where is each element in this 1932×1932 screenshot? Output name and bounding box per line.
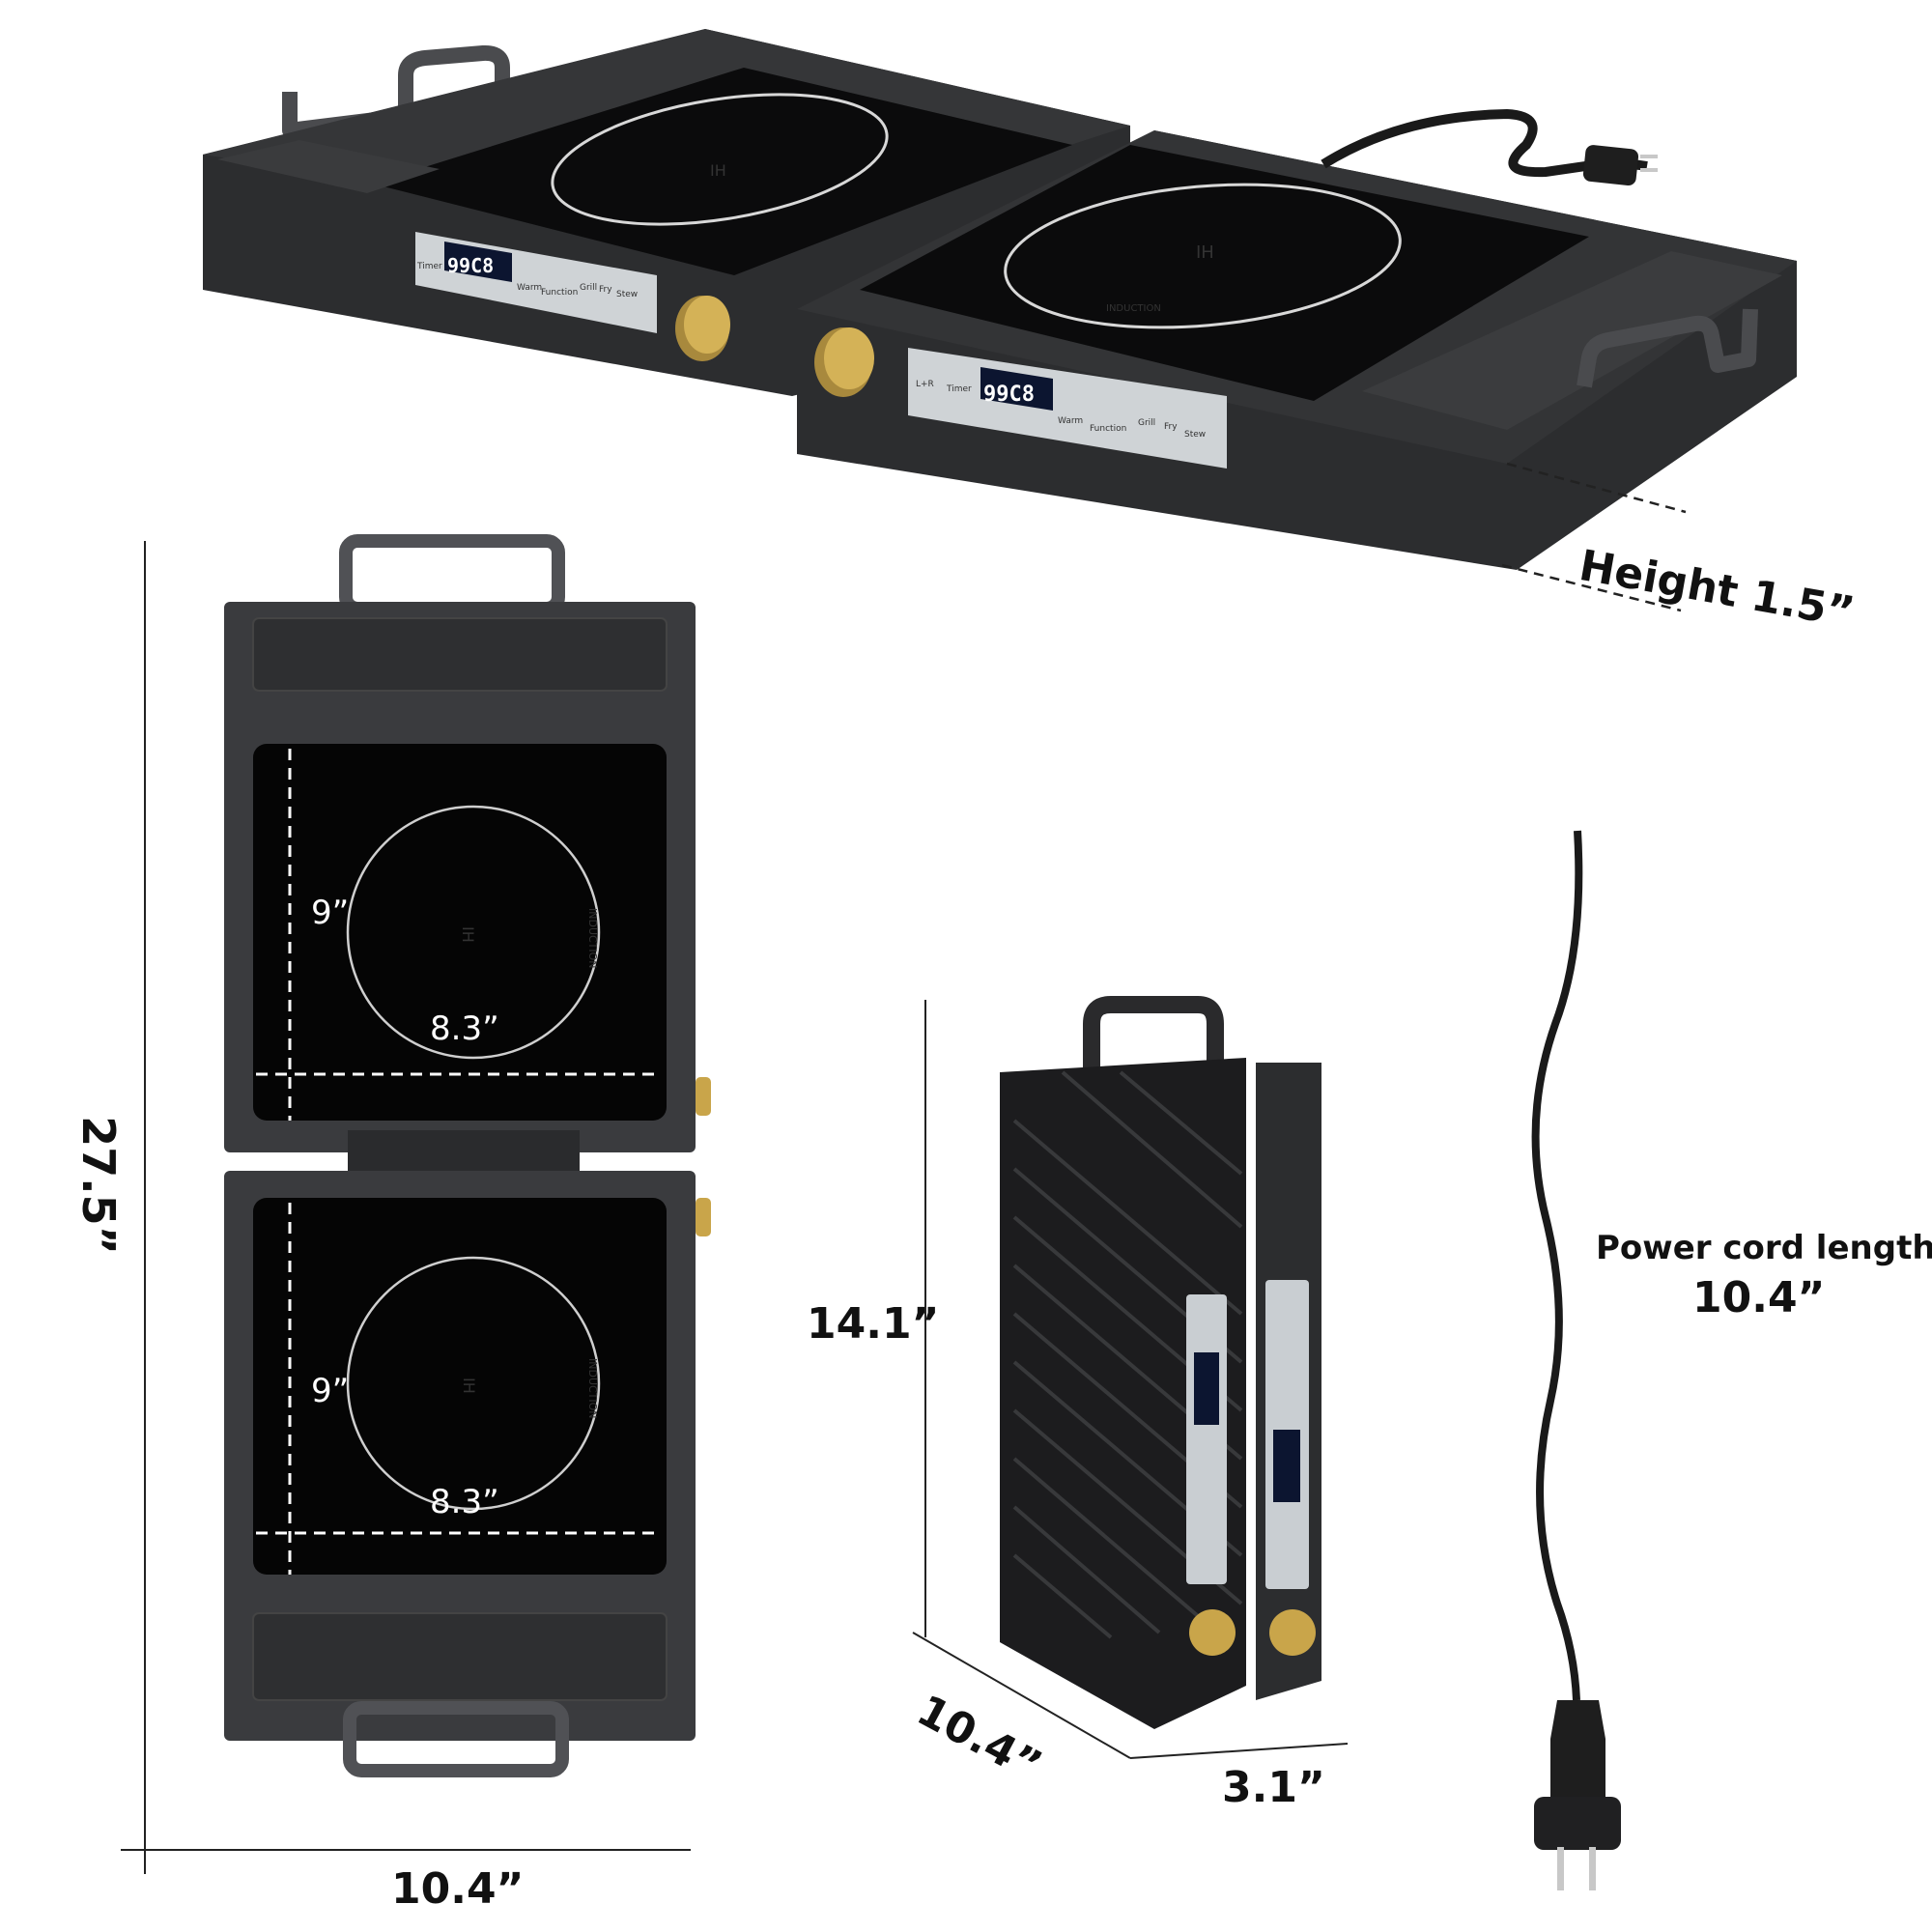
top-plug: [1582, 145, 1658, 186]
length-label: 27.5”: [71, 1116, 125, 1255]
folded-knob-back[interactable]: [1189, 1609, 1236, 1656]
upper-diameter-label: 8.3”: [430, 1009, 499, 1048]
cord-length-label: Power cord length: [1596, 1229, 1932, 1267]
right-stew-label: Stew: [1184, 430, 1206, 440]
right-induction-label: INDUCTION: [1106, 303, 1161, 314]
width-bottom-label: 10.4”: [391, 1864, 525, 1914]
right-display: 99C8: [983, 383, 1035, 407]
upper-ih-label: IH: [459, 926, 477, 943]
upper-glass: [253, 744, 667, 1121]
left-display: 99C8: [447, 254, 494, 277]
left-handle: [282, 44, 510, 138]
top-view-top-handle: [339, 534, 565, 615]
top-view-bottom-handle: [343, 1701, 569, 1777]
right-lr-label: L+R: [916, 380, 934, 389]
height-dash-bottom: [1501, 563, 1682, 612]
right-ih-label: IH: [1196, 242, 1214, 263]
folded-handle: [1083, 996, 1224, 1077]
folded-back-unit: [1000, 1058, 1246, 1729]
unfolded-top-view: IH INDUCTION IH INDUCTION: [121, 534, 711, 1874]
right-glass-plate: [860, 145, 1589, 401]
left-knob[interactable]: [675, 296, 730, 361]
left-burner-ring: [551, 93, 889, 226]
folded-view: [912, 996, 1349, 1759]
right-knob[interactable]: [814, 327, 874, 397]
lower-glass: [253, 1198, 667, 1575]
lower-diameter-label: 8.3”: [430, 1483, 499, 1521]
right-grill-label: Grill: [1138, 418, 1155, 428]
folded-width-line: [1129, 1743, 1349, 1759]
folded-width-label: 3.1”: [1222, 1763, 1325, 1812]
left-fry-label: Fry: [599, 285, 612, 295]
upper-knob[interactable]: [696, 1077, 711, 1116]
lower-height-label: 9”: [311, 1372, 350, 1410]
lower-knob[interactable]: [696, 1198, 711, 1236]
folded-knob-front[interactable]: [1269, 1609, 1316, 1656]
right-control-panel: 99C8 L+R Timer Warm Function Grill Fry S…: [908, 348, 1227, 469]
left-control-panel: 99C8 Timer Warm Function Grill Fry Stew: [415, 232, 657, 333]
left-timer-label: Timer: [416, 262, 442, 271]
right-fry-label: Fry: [1164, 422, 1178, 432]
cord-length-value: 10.4”: [1692, 1273, 1826, 1322]
right-warm-label: Warm: [1058, 416, 1083, 426]
height-dash-top: [1506, 462, 1687, 514]
lower-induction-label: INDUCTION: [586, 1358, 599, 1419]
left-grill-label: Grill: [580, 283, 597, 293]
right-handle: [1577, 308, 1758, 388]
power-cord-view: [1531, 830, 1621, 1890]
power-plug: [1534, 1700, 1621, 1890]
folded-height-label: 14.1”: [807, 1299, 940, 1349]
power-cord: [1531, 830, 1583, 1701]
lower-ih-label: IH: [460, 1378, 478, 1394]
left-warm-label: Warm: [517, 283, 542, 293]
left-stew-label: Stew: [616, 290, 638, 299]
upper-burner-ring: [346, 805, 601, 1060]
left-function-label: Function: [541, 288, 578, 298]
right-burner-ring: [1004, 183, 1402, 329]
right-function-label: Function: [1090, 424, 1126, 434]
folded-depth-line: [912, 1632, 1131, 1759]
lower-burner-ring: [346, 1256, 601, 1511]
folded-back-panel: [1186, 1294, 1227, 1584]
cooktop-open-view: IH 99C8 Timer Warm Function Grill Fry St…: [203, 29, 1797, 612]
upper-induction-label: INDUCTION: [586, 908, 599, 969]
upper-height-label: 9”: [311, 894, 350, 932]
right-timer-label: Timer: [946, 384, 972, 394]
left-ih-label: IH: [710, 161, 726, 180]
left-glass-plate: [372, 68, 1072, 275]
